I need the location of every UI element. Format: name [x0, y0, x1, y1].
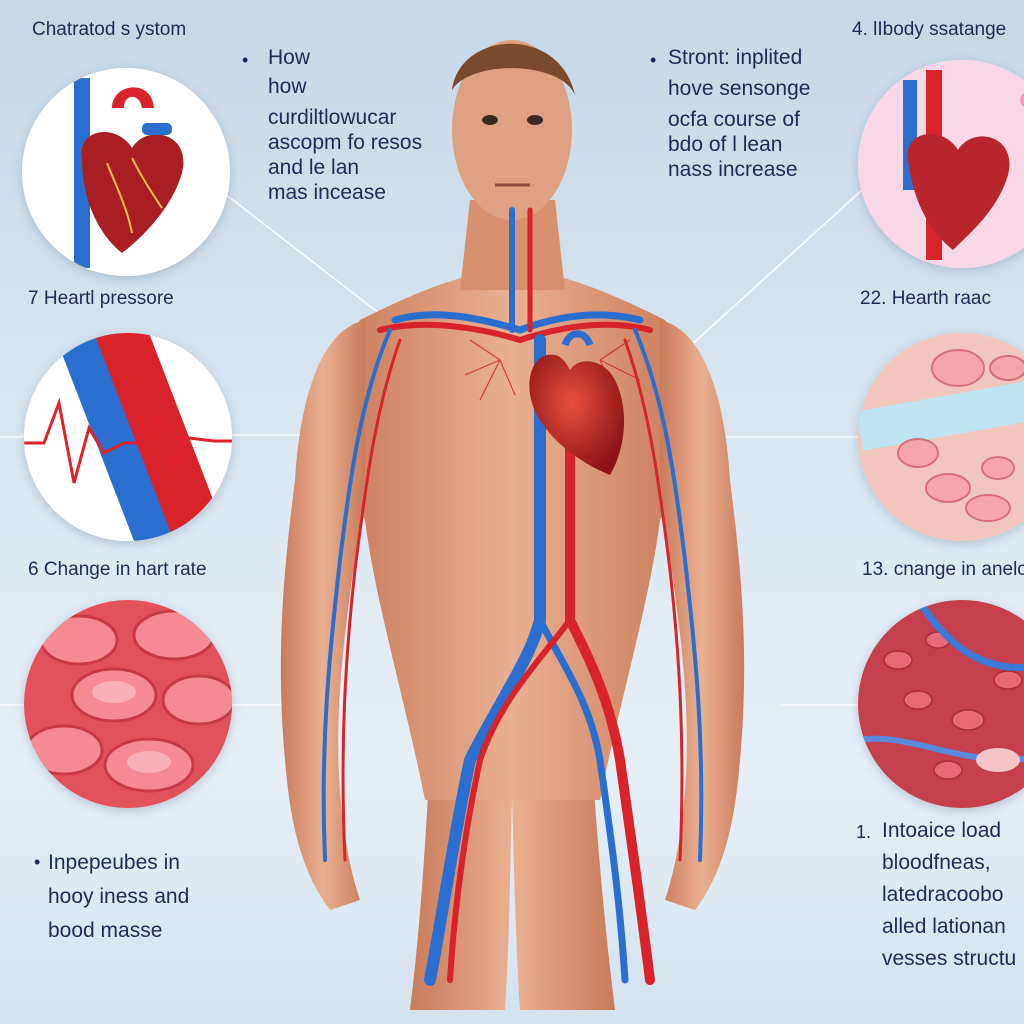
change-right-label: 13. cnange in anelc — [862, 559, 1024, 580]
bottom-left-bullet: • — [34, 852, 41, 872]
center-left-bullet: • — [242, 50, 249, 70]
heart-right-inset-circle — [858, 60, 1024, 268]
text-line: mas incease — [268, 181, 386, 204]
text-line: latedracoobo — [882, 883, 1004, 906]
figure-heart — [529, 354, 625, 475]
figure-left-arm — [280, 320, 365, 910]
bottom-right-bullet: 1. — [856, 822, 872, 842]
text-line: how — [268, 75, 307, 98]
heart-pressure-label: 7 Heartl pressore — [28, 288, 174, 309]
blood-cells-inset-circle — [24, 600, 232, 808]
right-top-title: 4. lIbody ssatange — [852, 19, 1007, 40]
pressure-inset-circle — [24, 333, 232, 541]
text-line: nass increase — [668, 158, 798, 181]
change-heart-rate-label: 6 Change in hart rate — [28, 559, 207, 580]
center-right-bullet: • — [650, 50, 657, 70]
figure-right-arm — [660, 320, 745, 910]
bottom-left-text: Inpepeubes in hooy iness and bood masse — [48, 850, 189, 943]
left-top-title: Chatratod s ystom — [32, 19, 187, 40]
heart-rate-right-label: 22. Hearth raac — [860, 288, 991, 309]
text-line: bdo of l lean — [668, 133, 783, 156]
text-line: How — [268, 46, 311, 69]
text-line: hooy iness and — [48, 885, 190, 908]
text-line: ascopm fo resos — [268, 131, 423, 154]
figure-torso — [337, 270, 688, 800]
text-line: curdiltlowucar — [268, 106, 397, 129]
bottom-right-text: Intoaice load bloodfneas, latedracoobo a… — [882, 818, 1024, 971]
text-line: Intoaice load — [882, 819, 1002, 842]
text-line: vesses structu — [882, 947, 1017, 970]
vessels-right-inset-circle — [858, 600, 1024, 808]
text-line: Stront: inplited — [668, 46, 803, 69]
text-line: bloodfneas, — [882, 851, 991, 874]
text-line: and le lan — [268, 156, 360, 179]
figure-head — [452, 40, 572, 220]
text-line: alled lationan — [882, 915, 1006, 938]
center-left-text: How how curdiltlowucar ascopm fo resos a… — [268, 45, 422, 205]
text-line: Inpepeubes in — [48, 851, 180, 874]
heart-inset-circle — [22, 68, 230, 276]
cells-right-inset-circle — [858, 333, 1024, 541]
text-line: bood masse — [48, 919, 163, 942]
text-line: hove sensonge — [668, 77, 811, 100]
center-right-text: Stront: inplited hove sensonge ocfa cour… — [668, 45, 810, 182]
text-line: ocfa course of — [668, 108, 800, 131]
